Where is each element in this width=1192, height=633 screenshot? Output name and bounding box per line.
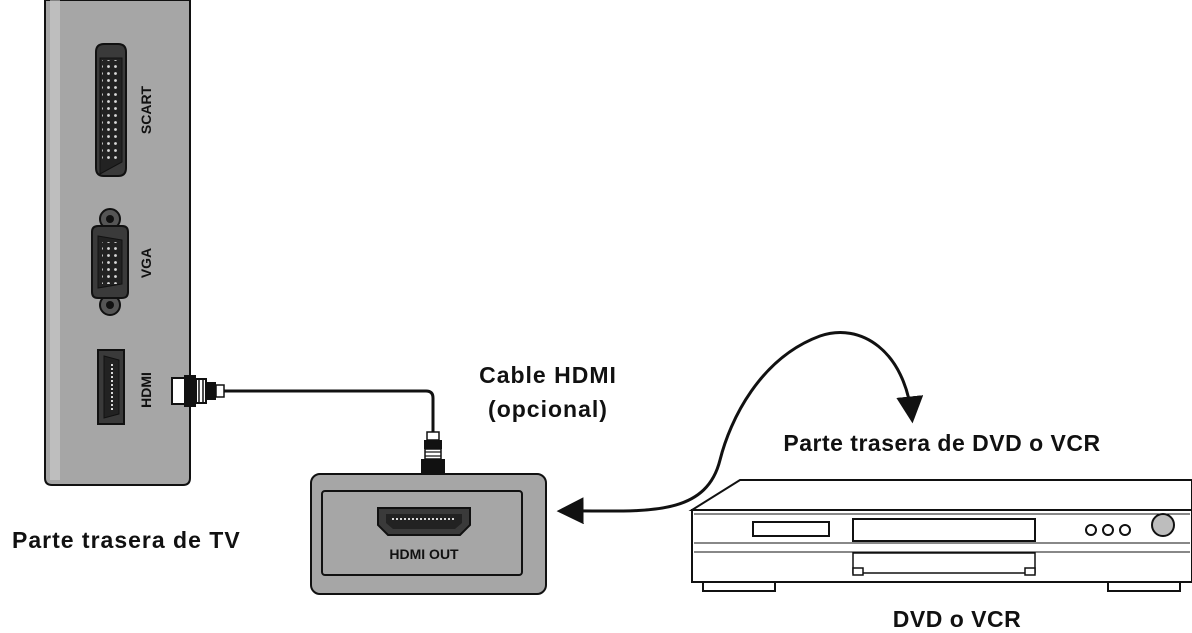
hdmi-out-port <box>377 507 471 536</box>
dvd-top <box>688 479 1192 511</box>
dvd-button-1 <box>1085 524 1097 536</box>
dvd-foot-right <box>1107 581 1181 592</box>
device-rear-panel: HDMI OUT <box>310 473 547 595</box>
dvd-power-knob <box>1151 513 1175 537</box>
scart-label: SCART <box>138 85 154 134</box>
tv-hdmi-port: HDMI <box>97 349 154 425</box>
zoom-arrow <box>556 331 924 525</box>
cable-label-line2: (opcional) <box>488 396 608 422</box>
scart-port: SCART <box>95 43 154 177</box>
cable-wire <box>224 389 435 432</box>
device-caption: DVD o VCR <box>893 606 1021 632</box>
hdmi-out-label: HDMI OUT <box>389 546 459 562</box>
tv-panel-highlight <box>50 0 60 480</box>
dvd-player <box>688 479 1192 592</box>
cable-plug-tv <box>171 375 225 407</box>
vga-port: VGA <box>91 208 154 316</box>
device-panel-inset <box>321 490 523 576</box>
dvd-button-3 <box>1119 524 1131 536</box>
dvd-lower-door <box>852 552 1036 574</box>
tv-rear-caption: Parte trasera de TV <box>12 527 241 553</box>
tv-rear-panel: SCART VGA HDMI <box>44 0 191 486</box>
dvd-button-2 <box>1102 524 1114 536</box>
dvd-disc-tray <box>852 518 1036 542</box>
hdmi-cable: Cable HDMI (opcional) <box>171 362 617 489</box>
device-rear-caption: Parte trasera de DVD o VCR <box>783 430 1100 456</box>
dvd-foot-left <box>702 581 776 592</box>
tv-hdmi-label: HDMI <box>138 372 154 408</box>
vga-label: VGA <box>138 248 154 278</box>
cable-label-line1: Cable HDMI <box>479 362 617 388</box>
dvd-display <box>752 521 830 537</box>
